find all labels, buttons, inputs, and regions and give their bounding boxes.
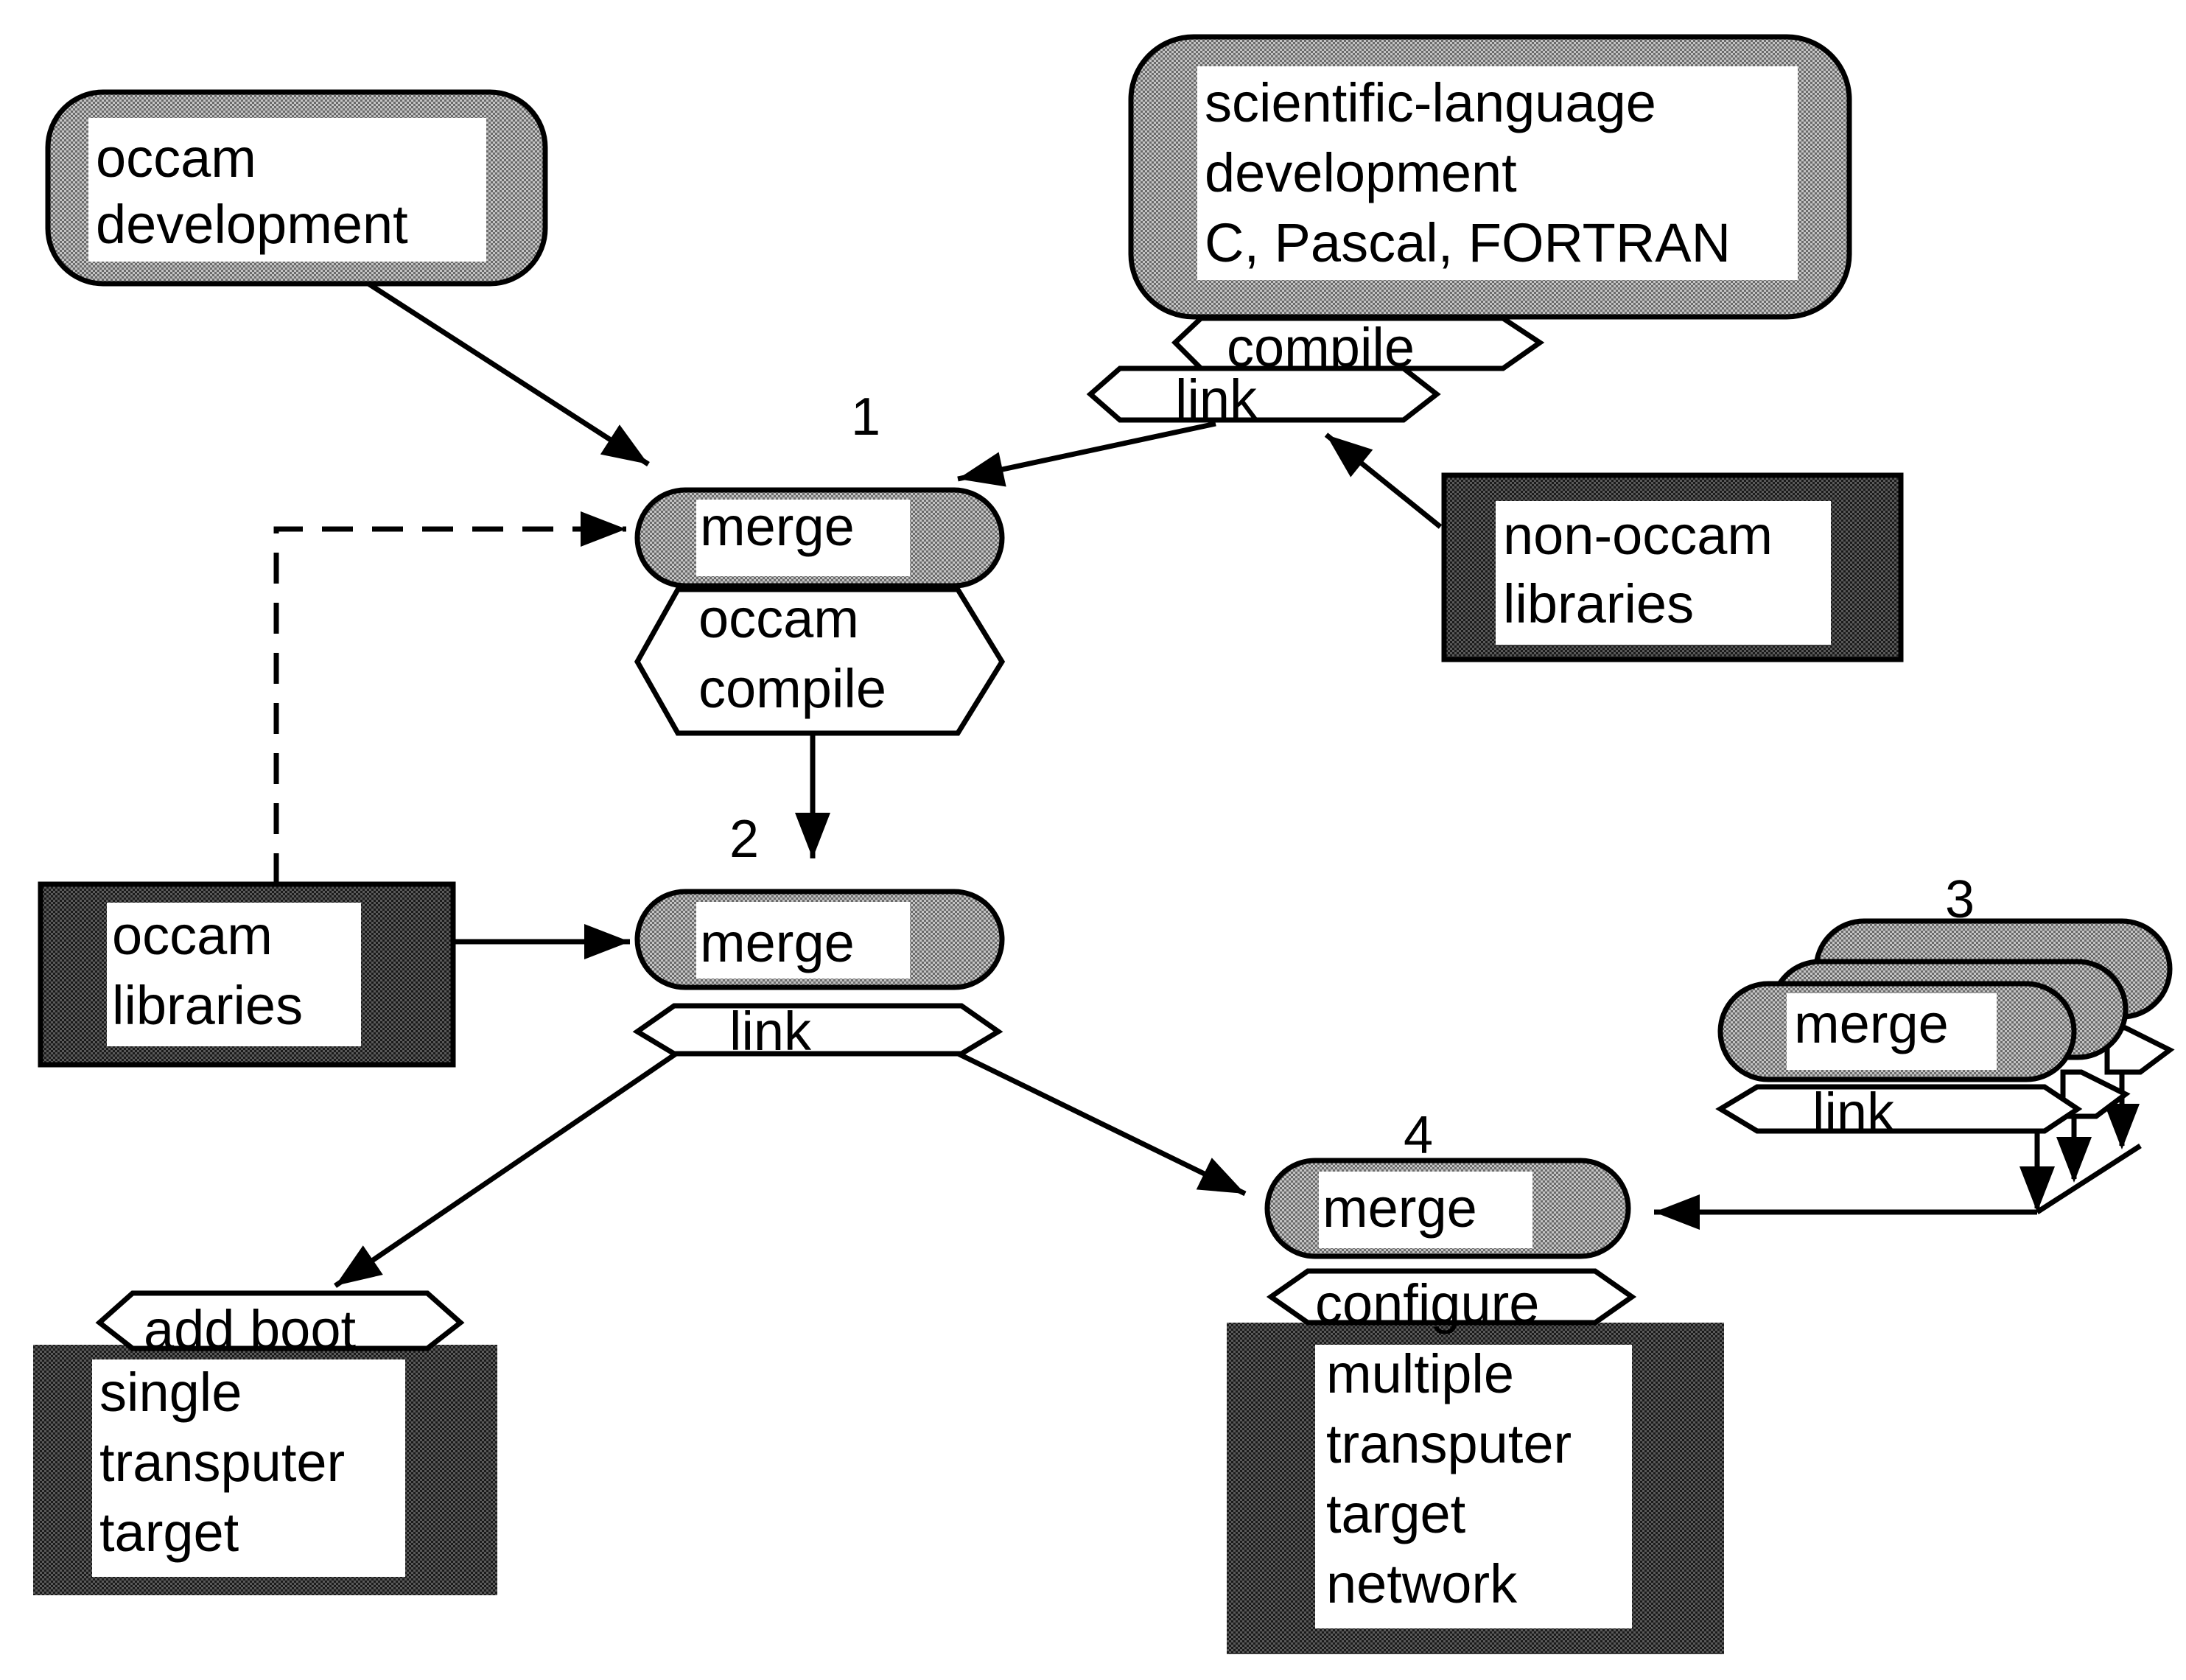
merge2-number: 2 [729, 810, 759, 869]
sci-dev-line2: development [1205, 142, 1517, 203]
sci-compile-step: compile [1171, 315, 1545, 378]
arrow-nonoccam-to-link [1324, 433, 1443, 529]
merge2-label: merge [700, 912, 855, 973]
merge4-node: merge [1264, 1158, 1631, 1259]
single-target-line3: target [99, 1502, 239, 1563]
configure-step: configure [1266, 1268, 1637, 1334]
sci-link-step: link [1086, 365, 1441, 430]
merge1-node: merge [634, 487, 1005, 589]
merge3-output-join [2036, 1144, 2142, 1214]
add-boot-step: add boot [95, 1290, 465, 1360]
add-boot-label: add boot [144, 1299, 356, 1360]
dashed-arrow-occam-libs-to-merge1 [273, 526, 626, 884]
multi-target-line2: transputer [1326, 1413, 1572, 1474]
occam-compile-line1: occam [698, 588, 859, 649]
occam-compile-line2: compile [698, 658, 886, 719]
merge3-link-label: link [1812, 1082, 1895, 1143]
single-target-node: single transputer target [33, 1345, 497, 1595]
non-occam-line2: libraries [1503, 573, 1694, 634]
arrow-occam-dev-to-merge1 [367, 281, 650, 466]
merge2-link-step: link [632, 1001, 1003, 1062]
sci-link-label: link [1175, 368, 1258, 430]
scientific-language-node: scientific-language development C, Pasca… [1128, 34, 1852, 320]
occam-libs-line2: libraries [112, 975, 303, 1036]
multi-target-line4: network [1326, 1553, 1518, 1614]
multiple-target-node: multiple transputer target network [1227, 1323, 1724, 1654]
merge1-label: merge [700, 496, 855, 557]
arrow-link-to-merge1 [957, 421, 1216, 482]
occam-libs-line1: occam [112, 905, 273, 966]
head-merge4-from-merge2 [1196, 1158, 1245, 1194]
non-occam-libraries-node: non-occam libraries [1441, 472, 1904, 662]
merge3-link-step: link [1715, 1082, 2083, 1143]
merge1-number: 1 [851, 388, 880, 447]
single-target-line1: single [99, 1362, 242, 1423]
sci-dev-line3: C, Pascal, FORTRAN [1205, 212, 1731, 273]
multi-target-line1: multiple [1326, 1343, 1514, 1404]
arrow-merge2-to-single-target [334, 1048, 683, 1288]
single-target-line2: transputer [99, 1432, 345, 1493]
merge2-node: merge [634, 889, 1005, 990]
merge4-number: 4 [1404, 1106, 1433, 1165]
merge4-label: merge [1323, 1177, 1477, 1239]
occam-compile-step: occam compile [634, 587, 1006, 736]
occam-development-node: occam development [45, 89, 548, 287]
sci-dev-line1: scientific-language [1205, 72, 1656, 133]
occam-dev-line1: occam [96, 127, 256, 189]
configure-label: configure [1315, 1273, 1539, 1334]
merge2-link-label: link [729, 1001, 812, 1062]
arrow-merge2-to-merge4 [949, 1047, 1247, 1197]
merge3-stack: merge [1717, 918, 2175, 1119]
merge3-label: merge [1794, 993, 1949, 1054]
connectors [273, 281, 2142, 1288]
occam-dev-line2: development [96, 194, 408, 255]
multi-target-line3: target [1326, 1483, 1466, 1544]
non-occam-line1: non-occam [1503, 505, 1773, 566]
occam-libraries-node: occam libraries [38, 881, 456, 1068]
